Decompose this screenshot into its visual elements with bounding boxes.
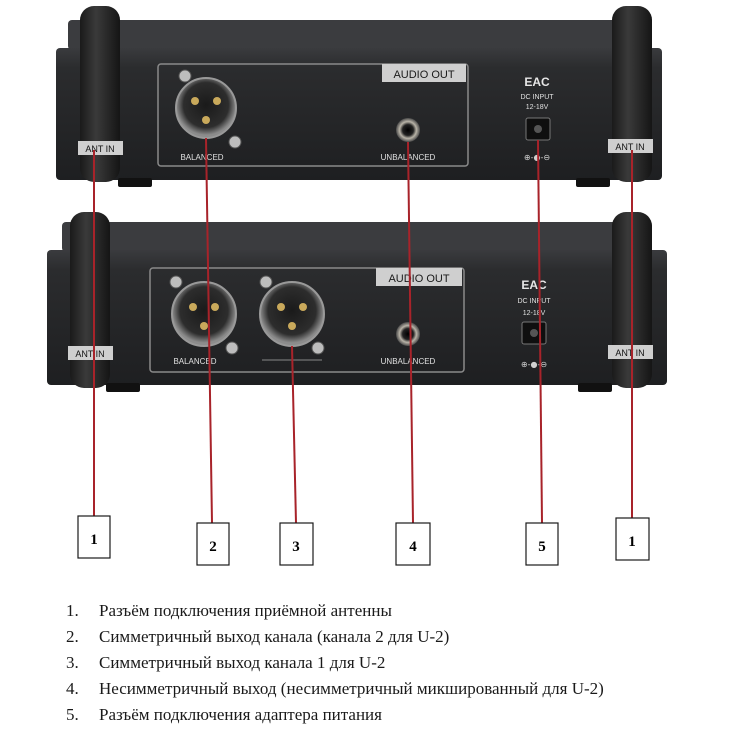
bottom-chassis-lid <box>62 222 652 252</box>
callout-1-right: 1 <box>616 518 649 560</box>
legend-item: 1.Разъём подключения приёмной антенны <box>66 598 604 624</box>
bottom-unbalanced-jack <box>396 322 420 346</box>
bottom-xlr2-screw-tl <box>260 276 272 288</box>
callout-2: 2 <box>197 523 229 565</box>
top-ant-label-left: ANT IN <box>85 144 114 154</box>
bottom-ant-label-left: ANT IN <box>75 349 104 359</box>
legend-item-number: 3. <box>66 650 99 676</box>
legend-item-text: Симметричный выход канала (канала 2 для … <box>99 627 449 646</box>
bottom-xlr2-pin <box>277 303 285 311</box>
top-xlr-label: BALANCED <box>180 153 223 162</box>
receiver-rear-panels-diagram: AUDIO OUT BALANCED UNBALANCED EAC DC INP… <box>0 0 737 590</box>
legend-item-number: 4. <box>66 676 99 702</box>
callout-1-left: 1 <box>78 516 110 558</box>
bottom-chassis-body <box>47 250 667 385</box>
bottom-xlr1-pin <box>211 303 219 311</box>
bottom-foot-right <box>578 383 612 392</box>
bottom-xlr1-screw-tl <box>170 276 182 288</box>
callout-1-left-label: 1 <box>90 532 98 548</box>
bottom-xlr1-screw-br <box>226 342 238 354</box>
top-xlr-pin <box>202 116 210 124</box>
top-xlr-pin <box>213 97 221 105</box>
legend-item: 3.Симметричный выход канала 1 для U-2 <box>66 650 604 676</box>
top-dc-label: DC INPUT <box>520 94 554 101</box>
legend-item: 2.Симметричный выход канала (канала 2 дл… <box>66 624 604 650</box>
top-ant-label-right: ANT IN <box>615 142 644 152</box>
top-xlr-screw-tl <box>179 70 191 82</box>
legend-item-text: Разъём подключения приёмной антенны <box>99 601 392 620</box>
callout-3: 3 <box>280 523 313 565</box>
callout-2-label: 2 <box>209 539 217 555</box>
bottom-xlr1-socket <box>172 282 236 346</box>
callout-3-label: 3 <box>292 539 300 555</box>
bottom-antenna-left <box>70 212 110 388</box>
callout-4-label: 4 <box>409 539 417 555</box>
callout-4: 4 <box>396 523 430 565</box>
callout-5-label: 5 <box>538 539 546 555</box>
top-xlr-screw-br <box>229 136 241 148</box>
legend-item-text: Разъём подключения адаптера питания <box>99 705 382 724</box>
bottom-xlr2-screw-br <box>312 342 324 354</box>
legend-item: 4.Несимметричный выход (несимметричный м… <box>66 676 604 702</box>
legend-list: 1.Разъём подключения приёмной антенны 2.… <box>66 598 604 728</box>
top-unbalanced-jack <box>396 118 420 142</box>
bottom-dc-label: DC INPUT <box>517 298 551 305</box>
bottom-receiver-unit: AUDIO OUT BALANCED UNBALANCED EAC DC INP… <box>47 212 667 392</box>
bottom-jack-label: UNBALANCED <box>381 357 436 366</box>
legend-item-number: 5. <box>66 702 99 728</box>
bottom-cert-mark: EAC <box>521 278 547 292</box>
legend-item-number: 2. <box>66 624 99 650</box>
top-chassis-lid <box>68 20 648 50</box>
bottom-polarity: ⊕-●-⊖ <box>521 360 547 369</box>
top-antenna-left <box>80 6 120 182</box>
top-xlr-pin <box>191 97 199 105</box>
bottom-xlr2-pin <box>288 322 296 330</box>
callout-5: 5 <box>526 523 558 565</box>
top-dc-voltage: 12-18V <box>526 104 549 111</box>
bottom-ant-label-right: ANT IN <box>615 348 644 358</box>
top-foot-left <box>118 178 152 187</box>
callout-1-right-label: 1 <box>628 534 636 550</box>
top-foot-right <box>576 178 610 187</box>
callout-boxes: 1 2 3 4 5 1 <box>78 516 649 565</box>
bottom-foot-left <box>106 383 140 392</box>
legend-item-number: 1. <box>66 598 99 624</box>
legend-item-text: Несимметричный выход (несимметричный мик… <box>99 679 604 698</box>
bottom-dc-jack-pin <box>530 329 538 337</box>
bottom-audio-out-label: AUDIO OUT <box>388 273 449 285</box>
bottom-xlr1-pin <box>200 322 208 330</box>
top-chassis-body <box>56 48 662 180</box>
bottom-xlr1-pin <box>189 303 197 311</box>
top-polarity: ⊕-●-⊖ <box>524 153 550 162</box>
top-xlr-socket <box>176 78 236 138</box>
bottom-xlr2-socket <box>260 282 324 346</box>
bottom-xlr2-pin <box>299 303 307 311</box>
legend-item-text: Симметричный выход канала 1 для U-2 <box>99 653 385 672</box>
top-receiver-unit: AUDIO OUT BALANCED UNBALANCED EAC DC INP… <box>56 6 662 187</box>
legend-item: 5.Разъём подключения адаптера питания <box>66 702 604 728</box>
top-audio-out-label: AUDIO OUT <box>393 69 454 81</box>
top-cert-mark: EAC <box>524 75 550 89</box>
top-dc-jack-pin <box>534 125 542 133</box>
bottom-dc-voltage: 12-18V <box>523 310 546 317</box>
